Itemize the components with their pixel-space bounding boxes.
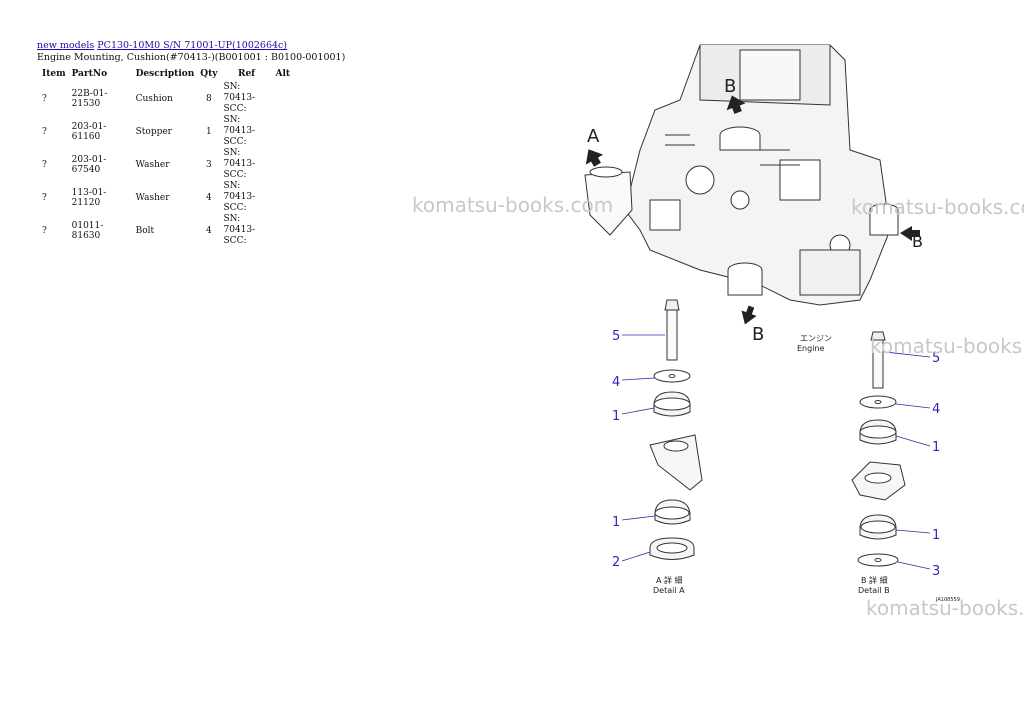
parts-diagram: 5 4 1 1 2 5 4 1 1 3 A B B B エンジン Engine …: [584, 44, 960, 603]
detail-b-exploded: [851, 331, 906, 567]
table-header-row: Item PartNo Description Qty Ref Alt: [37, 66, 303, 82]
engine-illustration: [584, 44, 899, 306]
cell-item: ?: [42, 159, 47, 170]
header-ref: Ref: [237, 68, 256, 79]
cell-qty: 4: [206, 225, 212, 236]
cell-item: ?: [42, 126, 47, 137]
cell-partno: 203-01-61160: [71, 121, 107, 142]
table-row: ? 01011-81630 Bolt 4 SN: 70413-SCC:: [37, 214, 303, 247]
cell-description: Washer: [135, 159, 170, 170]
parts-table: Item PartNo Description Qty Ref Alt ? 22…: [37, 66, 303, 247]
table-row: ? 203-01-67540 Washer 3 SN: 70413-SCC:: [37, 148, 303, 181]
label-engine-jp: エンジン: [800, 334, 832, 343]
watermark: komatsu-books.com: [851, 195, 1024, 219]
cell-description: Washer: [135, 192, 170, 203]
cell-alt: [273, 115, 303, 148]
cell-description: Bolt: [135, 225, 155, 236]
header-description: Description: [135, 69, 195, 79]
table-row: ? 203-01-61160 Stopper 1 SN: 70413-SCC:: [37, 115, 303, 148]
callout-5-a: 5: [612, 329, 620, 344]
cell-ref: SN: 70413-SCC:: [223, 214, 256, 246]
label-a: A: [587, 126, 600, 147]
cell-partno: 113-01-21120: [71, 187, 107, 208]
header-item: Item: [42, 69, 66, 79]
cell-partno: 203-01-67540: [71, 154, 107, 175]
label-b-bottom: B: [752, 324, 764, 345]
label-b-top: B: [724, 76, 736, 97]
label-detail-b-jp: B 詳 細: [861, 575, 888, 585]
watermark: komatsu-books.com: [870, 334, 1024, 358]
callout-3-b: 3: [932, 564, 940, 579]
detail-a-exploded: [649, 299, 703, 560]
watermark: komatsu-books.com: [866, 596, 1024, 620]
header-partno: PartNo: [71, 69, 108, 79]
callout-1-b-bottom: 1: [932, 528, 940, 543]
callout-2-a: 2: [612, 555, 620, 570]
callout-4-b: 4: [932, 402, 940, 417]
cell-alt: [273, 148, 303, 181]
cell-qty: 1: [206, 126, 212, 137]
watermark: komatsu-books.com: [412, 193, 614, 217]
table-row: ? 113-01-21120 Washer 4 SN: 70413-SCC:: [37, 181, 303, 214]
callout-4-a: 4: [612, 375, 620, 390]
breadcrumb-link-model[interactable]: PC130-10M0 S/N 71001-UP(1002664c): [97, 40, 288, 51]
label-detail-b: Detail B: [858, 586, 890, 595]
cell-alt: [273, 214, 303, 247]
label-detail-a-jp: A 詳 細: [656, 575, 683, 585]
callout-1-a-top: 1: [612, 409, 620, 424]
label-b-right: B: [912, 232, 923, 251]
label-engine: Engine: [797, 344, 824, 353]
cell-item: ?: [42, 93, 47, 104]
breadcrumb-link-new-models[interactable]: new models: [37, 40, 95, 51]
breadcrumb: new models PC130-10M0 S/N 71001-UP(10026…: [37, 40, 287, 51]
cell-description: Cushion: [135, 93, 173, 104]
cell-alt: [273, 82, 303, 115]
cell-item: ?: [42, 192, 47, 203]
label-code: JA108559: [935, 597, 960, 603]
cell-partno: 22B-01-21530: [71, 88, 108, 109]
cell-ref: SN: 70413-SCC:: [223, 181, 256, 213]
callout-5-b: 5: [932, 351, 940, 366]
label-detail-a: Detail A: [653, 586, 685, 595]
cell-qty: 8: [206, 93, 212, 104]
cell-ref: SN: 70413-SCC:: [223, 148, 256, 180]
header-alt: Alt: [275, 69, 291, 79]
cell-qty: 3: [206, 159, 212, 170]
cell-item: ?: [42, 225, 47, 236]
callout-1-a-bottom: 1: [612, 515, 620, 530]
cell-alt: [273, 181, 303, 214]
callout-1-b-top: 1: [932, 440, 940, 455]
header-qty: Qty: [200, 69, 218, 79]
cell-description: Stopper: [135, 126, 172, 137]
cell-ref: SN: 70413-SCC:: [223, 115, 256, 147]
cell-partno: 01011-81630: [71, 220, 104, 241]
cell-ref: SN: 70413-SCC:: [223, 82, 256, 114]
cell-qty: 4: [206, 192, 212, 203]
table-row: ? 22B-01-21530 Cushion 8 SN: 70413-SCC:: [37, 82, 303, 115]
page-subtitle: Engine Mounting, Cushion(#70413-)(B00100…: [37, 52, 346, 63]
